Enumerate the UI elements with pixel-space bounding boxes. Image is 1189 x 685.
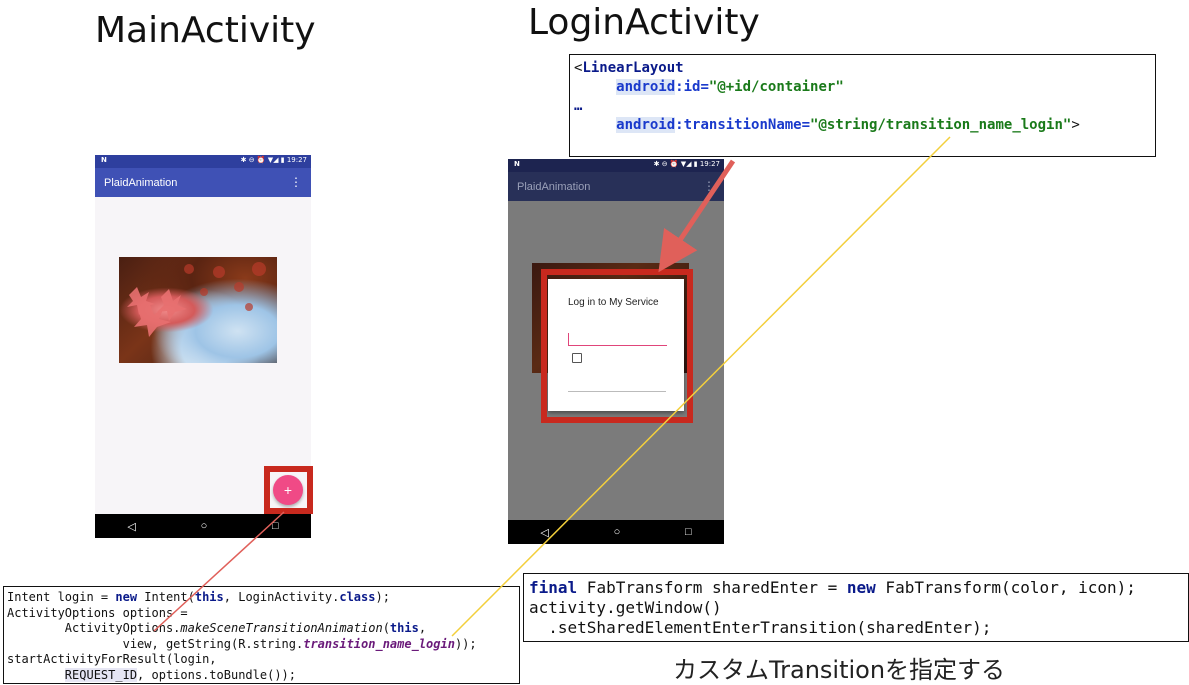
status-icons: ✱ ⊖ ⏰ ▼◢ ▮ 19:27: [240, 156, 307, 164]
app-toolbar-login: PlaidAnimation ⋮: [508, 172, 724, 201]
java-code-login: final FabTransform sharedEnter = new Fab…: [523, 573, 1189, 642]
xml-attr-transition-value: "@string/transition_name_login": [810, 117, 1072, 133]
back-icon-login[interactable]: ◁: [540, 526, 549, 539]
xml-tag: LinearLayout: [582, 60, 684, 76]
leaf-overlay: [127, 262, 266, 337]
dialog-highlight-box: [541, 269, 693, 423]
caption: カスタムTransitionを指定する: [673, 656, 1006, 684]
xml-attr-id-value: "@+id/container": [708, 79, 844, 95]
app-title-login: PlaidAnimation: [517, 181, 591, 193]
xml-attr-ns: android: [616, 79, 676, 95]
java-code-main: Intent login = new Intent(this, LoginAct…: [3, 586, 520, 684]
nav-bar: ◁ ○ □: [95, 514, 311, 538]
nav-bar-login: ◁ ○ □: [508, 520, 724, 544]
xml-attr-id: :id=: [675, 79, 709, 95]
status-bar: N ✱ ⊖ ⏰ ▼◢ ▮ 19:27: [95, 155, 311, 168]
login-activity-title: LoginActivity: [528, 2, 760, 43]
status-n: N: [101, 156, 107, 164]
fab-add-button[interactable]: +: [273, 475, 303, 505]
home-icon[interactable]: ○: [200, 520, 208, 532]
main-phone-screenshot: N ✱ ⊖ ⏰ ▼◢ ▮ 19:27 PlaidAnimation ⋮ + ◁ …: [95, 155, 311, 538]
status-bar-login: N ✱ ⊖ ⏰ ▼◢ ▮ 19:27: [508, 159, 724, 172]
back-icon[interactable]: ◁: [127, 520, 136, 533]
recents-icon[interactable]: □: [271, 520, 279, 532]
xml-attr-transition: :transitionName=: [675, 117, 811, 133]
fab-highlight-box: [264, 466, 313, 514]
maple-photo: [119, 257, 277, 363]
overflow-menu-icon[interactable]: ⋮: [290, 175, 302, 189]
overflow-menu-icon-login: ⋮: [703, 179, 715, 193]
status-n-login: N: [514, 160, 520, 168]
home-icon-login[interactable]: ○: [613, 526, 621, 538]
app-title: PlaidAnimation: [104, 177, 178, 189]
plus-icon: +: [283, 482, 293, 498]
xml-code-box: <LinearLayout android:id="@+id/container…: [569, 54, 1156, 157]
app-toolbar: PlaidAnimation ⋮: [95, 168, 311, 197]
xml-attr-ns2: android: [616, 117, 676, 133]
status-icons-login: ✱ ⊖ ⏰ ▼◢ ▮ 19:27: [653, 160, 720, 168]
recents-icon-login[interactable]: □: [684, 526, 692, 538]
main-activity-title: MainActivity: [95, 10, 316, 51]
xml-ellipsis: …: [574, 98, 583, 114]
